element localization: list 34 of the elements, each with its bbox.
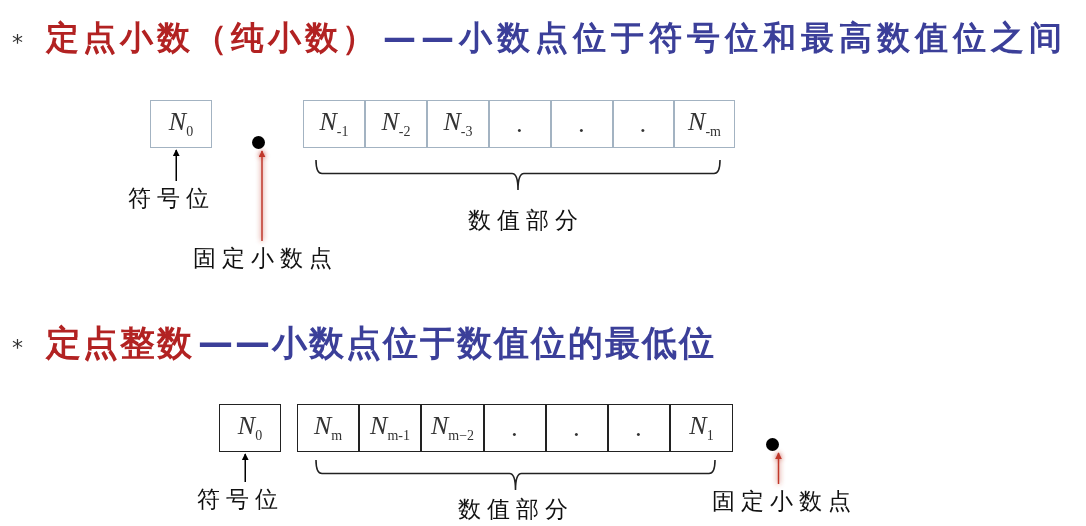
annotation-text: 符号位 — [128, 183, 215, 214]
bit-cell: N$_{1}$ — [670, 404, 733, 452]
brace-label: 数值部分 — [468, 206, 584, 235]
heading-text: 定点整数 — [46, 322, 194, 365]
bit-cell: N$_{m-1}$ — [359, 404, 421, 452]
bit-cell: . — [608, 404, 670, 452]
annotation-text: 固定小数点 — [712, 486, 857, 517]
arrow — [258, 150, 266, 242]
bit-cell: N$_{-2}$ — [365, 100, 427, 148]
heading-text: ——小数点位于符号位和最高数值位之间 — [383, 17, 1067, 59]
brace-label: 数值部分 — [458, 495, 574, 524]
bit-cell: N$_{m−2}$ — [421, 404, 484, 452]
bit-cell: . — [484, 404, 546, 452]
bullet: * — [12, 335, 25, 360]
bit-cell: N$_{-3}$ — [427, 100, 489, 148]
annotation-text: 符号位 — [197, 484, 284, 515]
annotation-text: 固定小数点 — [193, 243, 338, 274]
decimal-point-dot — [252, 136, 265, 149]
bit-cell: . — [546, 404, 608, 452]
bit-cell: N$_{-m}$ — [674, 100, 735, 148]
bit-cell: . — [551, 100, 613, 148]
arrow — [241, 453, 249, 483]
bit-cell: . — [489, 100, 551, 148]
bit-cell: . — [613, 100, 674, 148]
bit-cell: N$_{0}$ — [219, 404, 281, 452]
bit-cell: N$_{0}$ — [150, 100, 212, 148]
decimal-point-dot — [766, 438, 779, 451]
bullet: * — [12, 30, 25, 55]
bit-cell: N$_{m}$ — [297, 404, 359, 452]
heading-text: 定点小数（纯小数） — [46, 17, 379, 59]
arrow — [775, 452, 782, 485]
bit-cell: N$_{-1}$ — [303, 100, 365, 148]
heading-text: ——小数点位于数值位的最低位 — [198, 322, 716, 365]
arrow — [172, 149, 180, 182]
